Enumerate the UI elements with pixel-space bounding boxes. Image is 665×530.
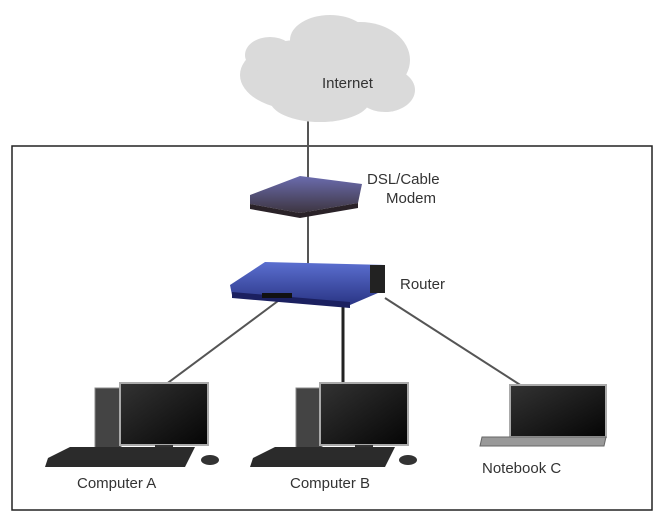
local-network-boundary [11,145,653,511]
internet-label: Internet [322,75,374,92]
link-router-computer-a [164,297,283,386]
cloud-icon [240,15,415,122]
computer-a-label: Computer A [77,475,156,492]
router-icon [230,262,385,308]
router-label: Router [400,276,445,293]
modem-label-line1: DSL/Cable [367,171,440,188]
connections [164,112,526,390]
notebook-c-label: Notebook C [482,460,561,477]
computer-b-icon [250,382,417,467]
computer-b-label: Computer B [290,475,370,492]
modem-label-line2: Modem [386,190,436,207]
laptop-icon [479,384,607,447]
link-router-notebook-c [384,297,526,389]
computer-a-icon [45,382,219,467]
modem-icon [250,176,362,218]
